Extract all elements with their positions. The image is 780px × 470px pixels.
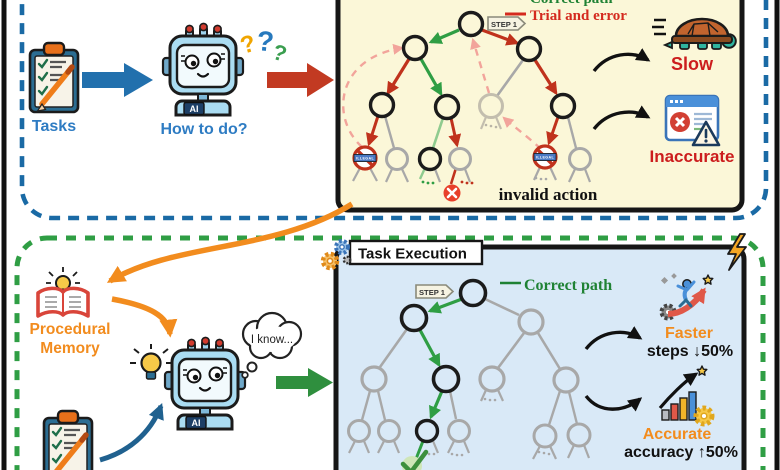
how-to-do-label: How to do? [160, 121, 247, 138]
tasks-to-robot-arrow-2 [99, 403, 164, 463]
procedural-memory-book-icon [36, 267, 90, 318]
tree-node [417, 146, 443, 172]
tree-node [385, 147, 409, 171]
step-tag: STEP 1 [487, 16, 526, 31]
invalid-action-label: invalid action [499, 185, 598, 204]
to-inaccurate-arrow [592, 105, 651, 131]
execution-tree [347, 278, 592, 470]
tree-node [431, 364, 461, 394]
execution-region-border [14, 235, 766, 470]
tree-node [549, 92, 577, 120]
robot-to-execution-arrow [276, 368, 333, 397]
accurate-icon [658, 365, 715, 427]
step-tag: STEP 1 [415, 284, 454, 299]
execution-title: Task Execution [358, 246, 467, 263]
tree-node [414, 418, 440, 444]
faster-label: Faster [665, 325, 713, 342]
question-mark: ? [237, 30, 259, 60]
tasks-to-robot-arrow [82, 63, 153, 97]
tree-node [552, 366, 580, 394]
procedural-label: Procedural [30, 321, 111, 338]
tree-node [433, 93, 461, 121]
tree-node [401, 34, 429, 62]
tasks-label: Tasks [32, 118, 76, 135]
faster-icon [659, 273, 714, 321]
steps-label: steps ↓50% [647, 343, 733, 360]
tree-node [532, 423, 558, 449]
tree-node [377, 419, 401, 443]
legend-trial-error: Trial and error [530, 8, 627, 24]
tree-node [399, 303, 429, 333]
question-marks-icon: ? ? ? [237, 25, 290, 67]
tree-node-faded [478, 93, 504, 119]
step-tag-label: STEP 1 [419, 288, 446, 297]
to-accurate-arrow [584, 394, 643, 412]
planning-tree [342, 10, 592, 202]
planning-region-border [19, 0, 769, 221]
to-faster-arrow [584, 326, 643, 351]
tree-node [360, 365, 388, 393]
tree-node [458, 278, 488, 308]
tree-node [447, 419, 471, 443]
planning-region: Tasks ? ? ? How to do? Correct path Tria… [19, 0, 769, 221]
legend-correct-path: Correct path [530, 0, 613, 7]
tree-node [515, 35, 543, 63]
planning-legend: Correct path Trial and error [505, 0, 627, 24]
accuracy-label: accuracy ↑50% [624, 444, 738, 461]
robot-to-panel-arrow [267, 63, 334, 97]
lightbulb-icon [130, 344, 172, 380]
browser-error-icon [664, 94, 721, 147]
slow-label: Slow [671, 54, 714, 74]
memory-label: Memory [40, 340, 100, 357]
success-check-icon [400, 449, 429, 470]
tree-node [457, 10, 485, 38]
tree-node [368, 91, 396, 119]
gears-icon [320, 239, 352, 271]
thought-bubble: I know... [241, 311, 303, 379]
accurate-label: Accurate [643, 426, 712, 443]
question-mark: ? [255, 25, 275, 57]
tree-node [517, 308, 545, 336]
tree-node [568, 147, 592, 171]
tree-node [448, 147, 472, 171]
inaccurate-label: Inaccurate [649, 147, 734, 166]
legend-correct-path: Correct path [524, 277, 612, 294]
execution-title-box [348, 239, 484, 266]
memory-to-robot-arrow [111, 296, 178, 338]
thought-label: I know... [251, 334, 293, 346]
to-slow-arrow [592, 48, 651, 73]
tree-node [478, 365, 506, 393]
execution-region: Procedural Memory I know... [14, 201, 766, 470]
turtle-icon [652, 17, 737, 50]
step-tag-label: STEP 1 [491, 20, 518, 29]
execution-legend: Correct path [500, 277, 612, 294]
invalid-action-x-icon [443, 184, 461, 202]
panel-to-memory-arrow [106, 201, 354, 284]
tree-node [347, 419, 371, 443]
lightning-icon [727, 233, 747, 271]
tree-node [566, 422, 592, 448]
